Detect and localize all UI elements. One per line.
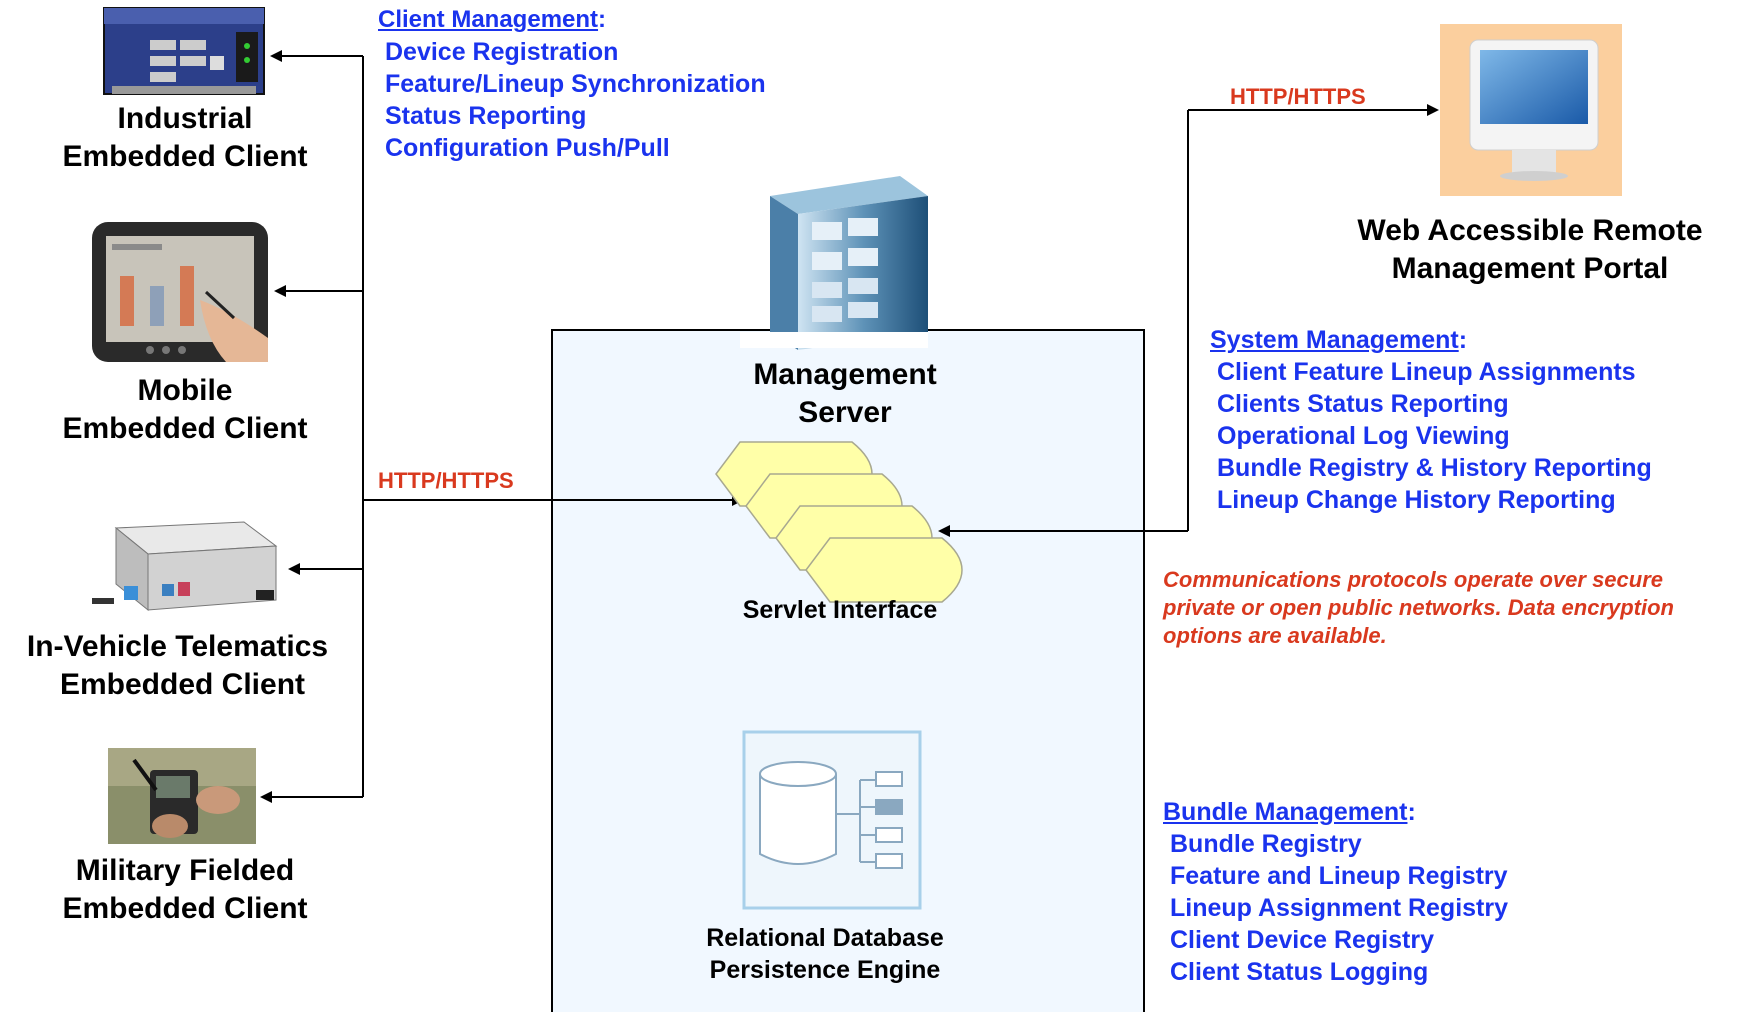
protocol-label-right: HTTP/HTTPS [1230,84,1366,109]
database-label: Relational Database Persistence Engine [660,922,990,986]
client-label-line1: Mobile [137,374,233,407]
portal-label-line2: Management Portal [1391,252,1669,285]
client-label-line2: Embedded Client [59,668,306,701]
bundle-management-list: Bundle Management: Bundle Registry Featu… [1163,796,1508,988]
client-label-line2: Embedded Client [62,140,308,173]
client-label-mobile: Mobile Embedded Client [40,372,330,448]
database-label-line1: Relational Database [706,924,944,952]
database-icon [742,730,922,910]
servlet-interface-label: Servlet Interface [742,596,938,624]
client-label-military: Military Fielded Embedded Client [40,852,330,928]
list-item: Clients Status Reporting [1217,390,1509,418]
imac-computer-icon [1440,24,1622,196]
list-item: Status Reporting [385,102,587,130]
list-item: Bundle Registry [1170,830,1362,858]
list-item: Feature and Lineup Registry [1170,862,1508,890]
portal-label: Web Accessible Remote Management Portal [1320,212,1739,288]
system-management-list: System Management: Client Feature Lineup… [1210,324,1652,516]
server-label-line1: Management [753,358,937,391]
client-label-line2: Embedded Client [62,412,308,445]
bundle-management-heading: Bundle Management: [1163,798,1416,826]
database-label-line2: Persistence Engine [709,956,941,984]
list-item: Client Feature Lineup Assignments [1217,358,1636,386]
client-label-line2: Embedded Client [62,892,308,925]
list-item: Device Registration [385,38,619,66]
protocol-label-left: HTTP/HTTPS [378,468,514,493]
list-item: Client Status Logging [1170,958,1429,986]
server-label-line2: Server [798,396,892,429]
list-item: Configuration Push/Pull [385,134,670,162]
network-note: Communications protocols operate over se… [1163,566,1674,650]
management-server-box [551,329,1145,1012]
client-label-industrial: Industrial Embedded Client [40,100,330,176]
note-line3: options are available. [1163,623,1387,648]
tablet-device-icon [92,222,268,362]
management-server-label: Management Server [700,356,990,432]
list-item: Lineup Assignment Registry [1170,894,1509,922]
military-handheld-icon [108,748,256,844]
client-label-line1: Industrial [117,102,253,135]
server-tower-icon [740,176,928,350]
client-management-list: Client Management: Device Registration F… [378,4,766,164]
client-label-line1: In-Vehicle Telematics [26,630,329,663]
system-management-heading: System Management: [1210,326,1468,354]
list-item: Client Device Registry [1170,926,1434,954]
client-management-heading: Client Management: [378,6,607,33]
servlet-interface-icon [715,441,963,603]
portal-label-line1: Web Accessible Remote [1357,214,1703,247]
telematics-box-icon [92,521,278,612]
list-item: Feature/Lineup Synchronization [385,70,766,98]
list-item: Operational Log Viewing [1217,422,1510,450]
note-line1: Communications protocols operate over se… [1163,567,1664,592]
portal-connector [938,104,1439,537]
client-label-telematics: In-Vehicle Telematics Embedded Client [0,628,355,704]
list-item: Lineup Change History Reporting [1217,486,1616,514]
client-bus-connector [260,50,744,803]
industrial-pc-icon [103,7,265,95]
client-label-line1: Military Fielded [75,854,295,887]
note-line2: private or open public networks. Data en… [1163,595,1674,620]
list-item: Bundle Registry & History Reporting [1217,454,1652,482]
